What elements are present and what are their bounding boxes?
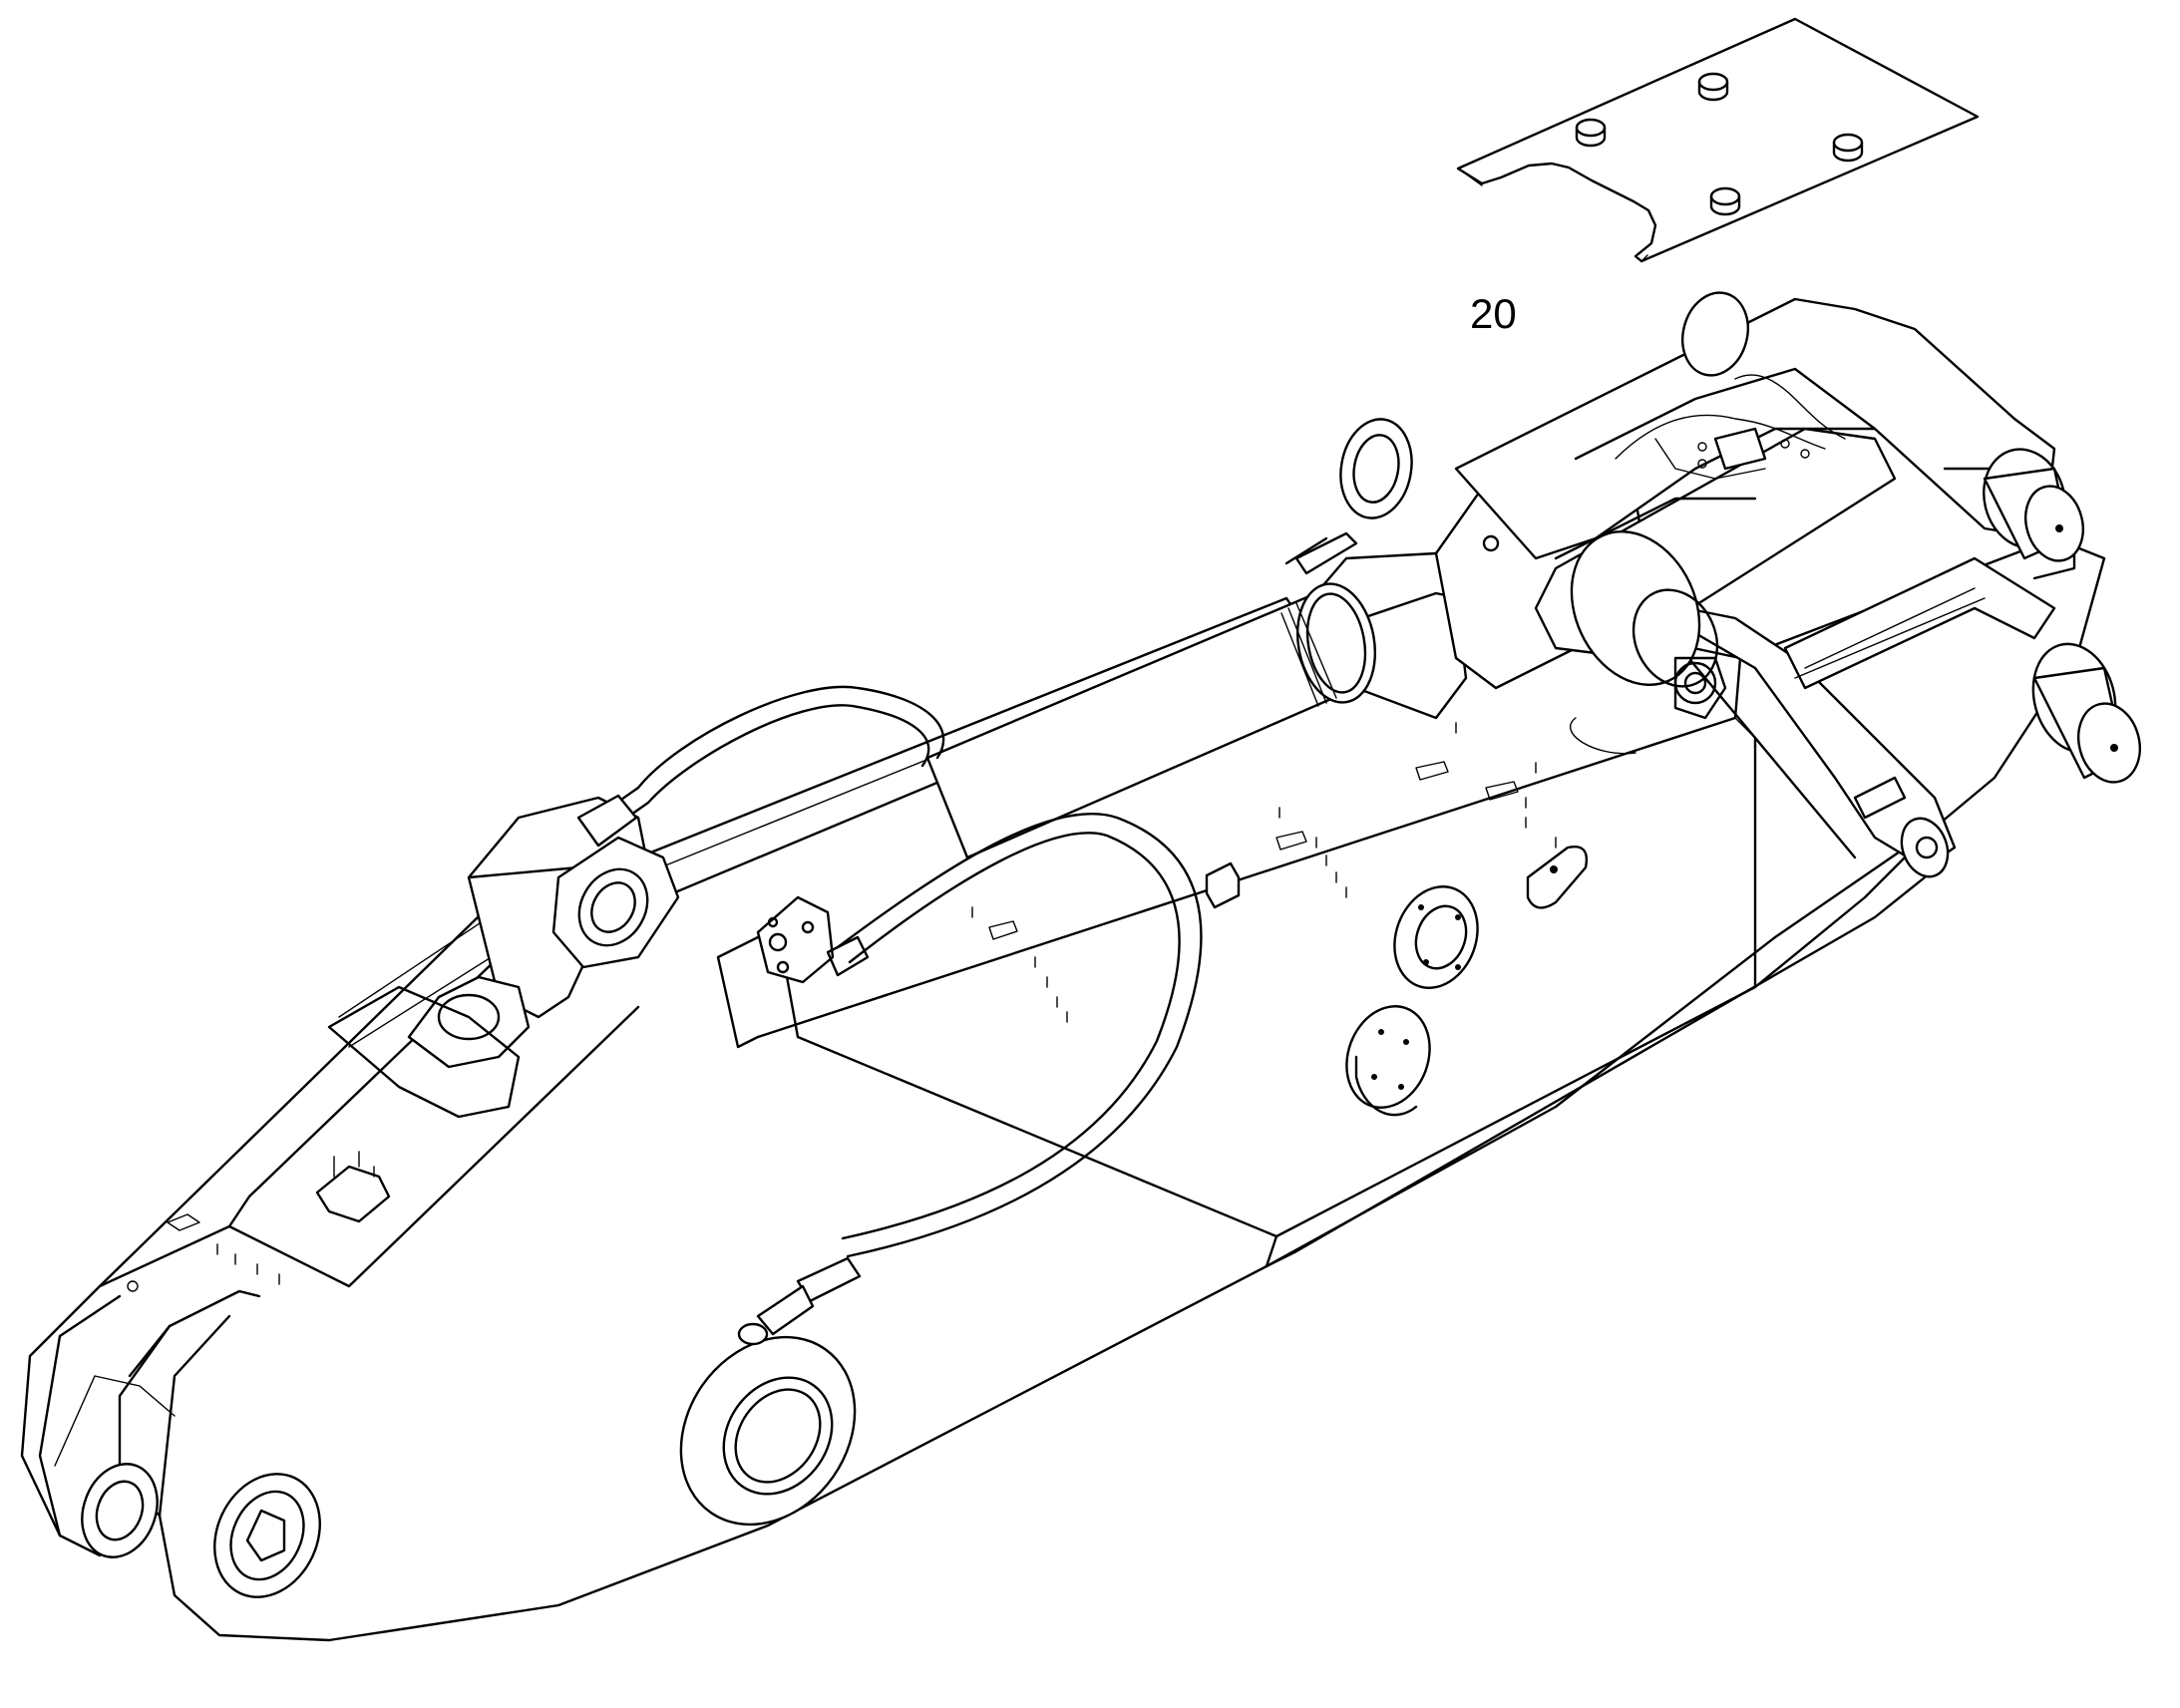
inspection-cover — [1345, 1005, 1431, 1117]
rear-pin-lower — [2031, 642, 2141, 784]
rear-strut — [1783, 556, 2056, 690]
oval-cover — [1526, 846, 1589, 909]
valve-block — [756, 895, 835, 984]
panel-studs — [127, 722, 1557, 1292]
hydraulic-hose-upper — [576, 685, 945, 848]
plate-stud — [1575, 118, 1607, 148]
part-callout-number: 20 — [1470, 290, 1517, 337]
rear-pin-upper — [1681, 291, 2084, 580]
rear-end-cap — [1853, 776, 1950, 878]
rear-pin-mid — [1339, 418, 1413, 519]
plate-stud — [1709, 186, 1741, 216]
hydraulic-hose-long — [737, 813, 1203, 1346]
hydraulic-hose-rear — [1284, 531, 1358, 575]
side-pin-boss — [679, 1335, 857, 1527]
plate-stud — [1832, 133, 1864, 163]
front-pin-eye-right — [213, 1473, 321, 1598]
front-pin-eye-left — [81, 1463, 159, 1558]
inspection-cover — [1393, 885, 1479, 989]
plate-stud — [1697, 72, 1729, 102]
hose-bracket — [315, 1151, 391, 1223]
wiring-harness — [1569, 374, 1846, 755]
cover-plate — [1456, 17, 1980, 263]
